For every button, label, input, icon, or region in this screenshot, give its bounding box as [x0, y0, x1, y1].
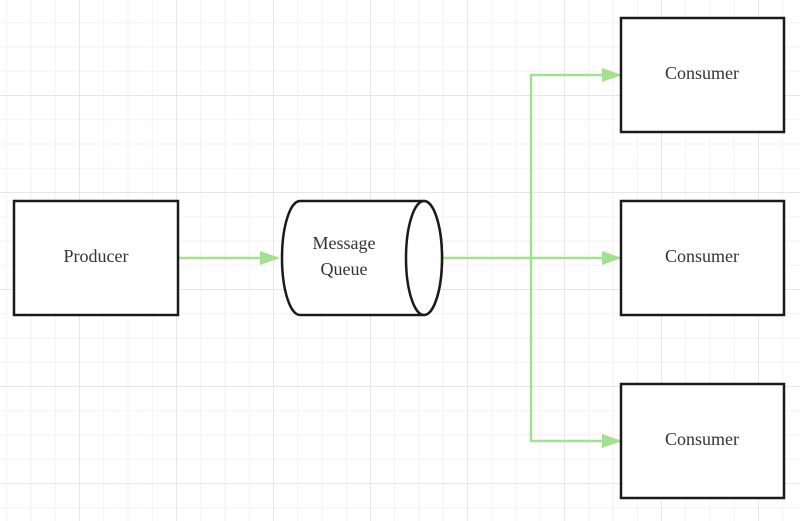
consumer-node-1[interactable]: Consumer	[619, 16, 786, 134]
connectors	[179, 68, 622, 448]
producer-node[interactable]: Producer	[12, 199, 180, 317]
queue-label-line2: Queue	[321, 259, 368, 279]
consumer-label: Consumer	[665, 429, 739, 449]
queue-label-line1: Message	[313, 233, 376, 253]
consumer-node-2[interactable]: Consumer	[619, 199, 786, 317]
producer-label: Producer	[64, 246, 129, 266]
consumer-label: Consumer	[665, 63, 739, 83]
consumer-label: Consumer	[665, 246, 739, 266]
consumer-node-3[interactable]: Consumer	[619, 382, 786, 500]
message-queue-node[interactable]: Message Queue	[280, 199, 444, 317]
